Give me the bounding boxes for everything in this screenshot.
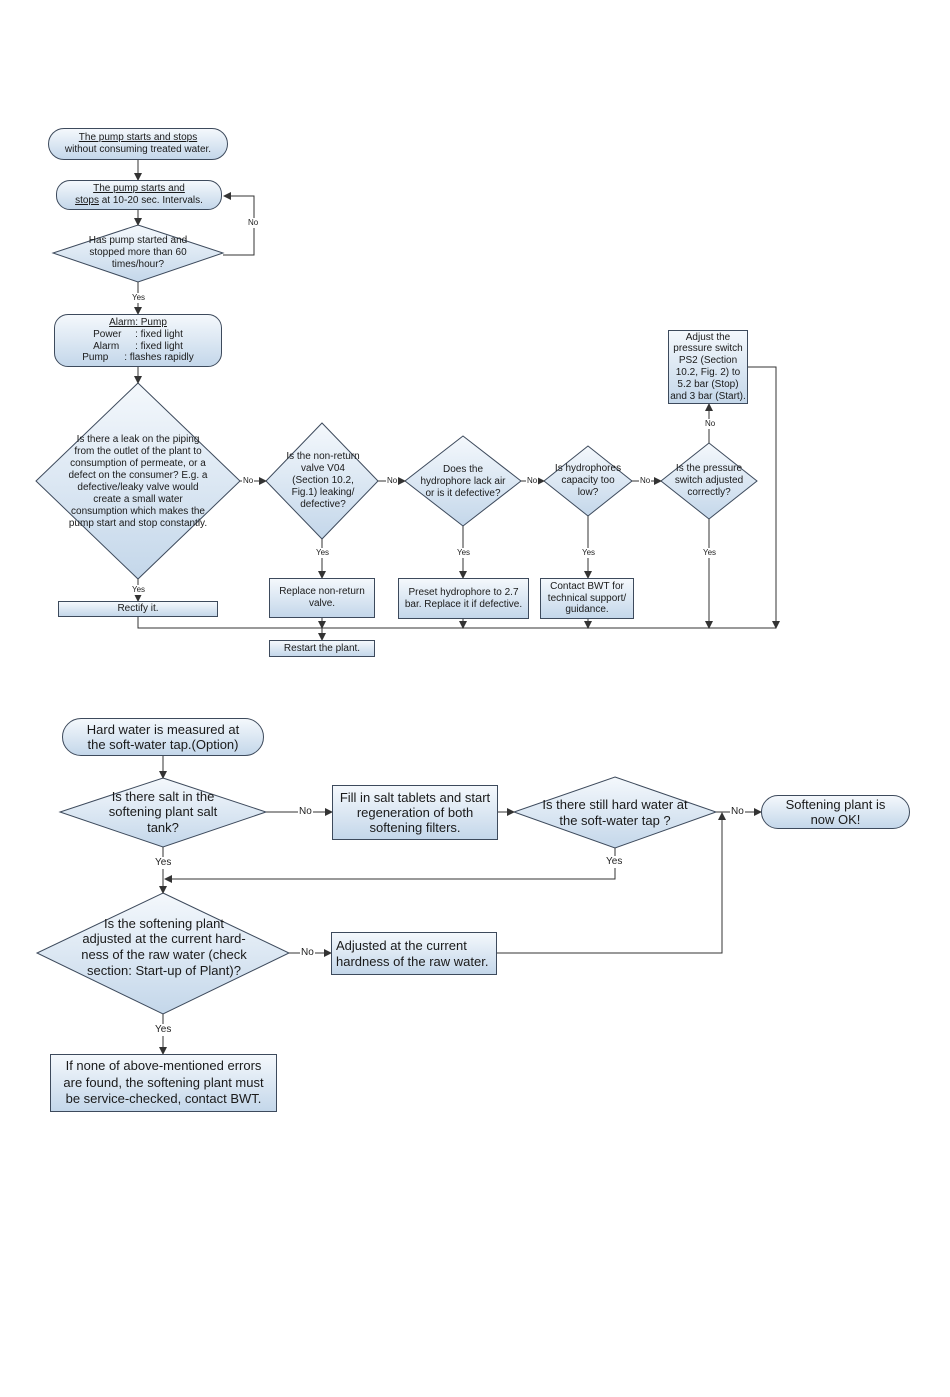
adjust-switch-text: Adjust the pressure switch PS2 (Section … xyxy=(670,331,746,402)
label-yes-adjusted: Yes xyxy=(154,1024,173,1036)
alarm-row-power: Power: fixed light xyxy=(93,328,183,340)
label-no-leak: No xyxy=(242,476,255,486)
interval-line2a: stops xyxy=(75,195,99,206)
hard-water-start-terminator: Hard water is measured at the soft-water… xyxy=(62,718,264,756)
decision-hydrophore-text: Does the hydrophore lack air or is it de… xyxy=(420,464,506,499)
rectify-text: Rectify it. xyxy=(117,603,159,615)
alarm-title: Alarm: Pump xyxy=(109,316,167,328)
decision-leak-text: Is there a leak on the piping from the o… xyxy=(68,434,208,529)
alarm-box: Alarm: Pump Power: fixed light Alarm: fi… xyxy=(54,314,222,367)
alarm-row-pump: Pump: flashes rapidly xyxy=(82,352,194,364)
decision-switch-text: Is the pressure switch adjusted correctl… xyxy=(674,463,744,498)
label-no-adjusted: No xyxy=(300,947,315,959)
start-line1: The pump starts and stops xyxy=(78,132,198,144)
rectify-box: Rectify it. xyxy=(58,601,218,617)
decision-capacity-text: Is hydrophores capacity too low? xyxy=(554,463,622,498)
replace-valve-box: Replace non-return valve. xyxy=(269,578,375,618)
adjusted-text: Adjusted at the current hardness of the … xyxy=(336,938,489,969)
start-line2: without consuming treated water. xyxy=(64,144,212,155)
ok-text: Softening plant is now OK! xyxy=(785,796,886,827)
label-no-valve: No xyxy=(386,476,399,486)
hard-water-start-text: Hard water is measured at the soft-water… xyxy=(86,721,240,752)
fill-salt-text: Fill in salt tablets and start regenerat… xyxy=(339,789,491,836)
label-no-switch: No xyxy=(704,419,717,429)
adjust-switch-box: Adjust the pressure switch PS2 (Section … xyxy=(668,330,748,404)
restart-box: Restart the plant. xyxy=(269,640,375,657)
preset-hydrophore-box: Preset hydrophore to 2.7 bar. Replace it… xyxy=(398,578,529,619)
interval-box: The pump starts and stops at 10-20 sec. … xyxy=(56,180,222,210)
label-no-capacity: No xyxy=(639,476,652,486)
final-text: If none of above-mentioned errors are fo… xyxy=(63,1057,264,1107)
decision-60-times-text: Has pump started and stopped more than 6… xyxy=(88,235,188,270)
label-no-hard: No xyxy=(730,806,745,818)
label-yes-hard: Yes xyxy=(605,856,624,868)
label-yes-salt: Yes xyxy=(154,857,173,869)
label-yes-switch: Yes xyxy=(702,548,718,558)
replace-valve-text: Replace non-return valve. xyxy=(279,586,365,609)
contact-bwt-text: Contact BWT for technical support/ guida… xyxy=(547,580,627,616)
label-yes-hydrophore: Yes xyxy=(456,548,472,558)
ok-terminator: Softening plant is now OK! xyxy=(761,795,910,829)
decision-hard-water-text: Is there still hard water at the soft-wa… xyxy=(542,797,688,828)
decision-adjusted-text: Is the softening plant adjusted at the c… xyxy=(81,915,247,978)
label-no-hydrophore: No xyxy=(526,476,539,486)
alarm-row-alarm: Alarm: fixed light xyxy=(93,340,183,352)
label-yes-60: Yes xyxy=(131,293,147,303)
decision-salt-text: Is there salt in the softening plant sal… xyxy=(108,788,218,835)
decision-valve-text: Is the non-return valve V04 (Section 10.… xyxy=(286,451,360,510)
restart-text: Restart the plant. xyxy=(283,642,361,654)
start-terminator: The pump starts and stops without consum… xyxy=(48,128,228,160)
final-box: If none of above-mentioned errors are fo… xyxy=(50,1054,277,1112)
label-no-60: No xyxy=(247,218,260,228)
adjusted-box: Adjusted at the current hardness of the … xyxy=(331,932,497,975)
label-yes-leak: Yes xyxy=(131,585,147,595)
label-yes-valve: Yes xyxy=(315,548,331,558)
fill-salt-box: Fill in salt tablets and start regenerat… xyxy=(332,785,498,840)
interval-line1: The pump starts and xyxy=(93,183,185,195)
interval-line2b: at 10-20 sec. Intervals. xyxy=(98,195,203,206)
contact-bwt-box: Contact BWT for technical support/ guida… xyxy=(540,578,634,619)
preset-hydrophore-text: Preset hydrophore to 2.7 bar. Replace it… xyxy=(404,586,523,610)
label-yes-capacity: Yes xyxy=(581,548,597,558)
label-no-salt: No xyxy=(298,806,313,818)
